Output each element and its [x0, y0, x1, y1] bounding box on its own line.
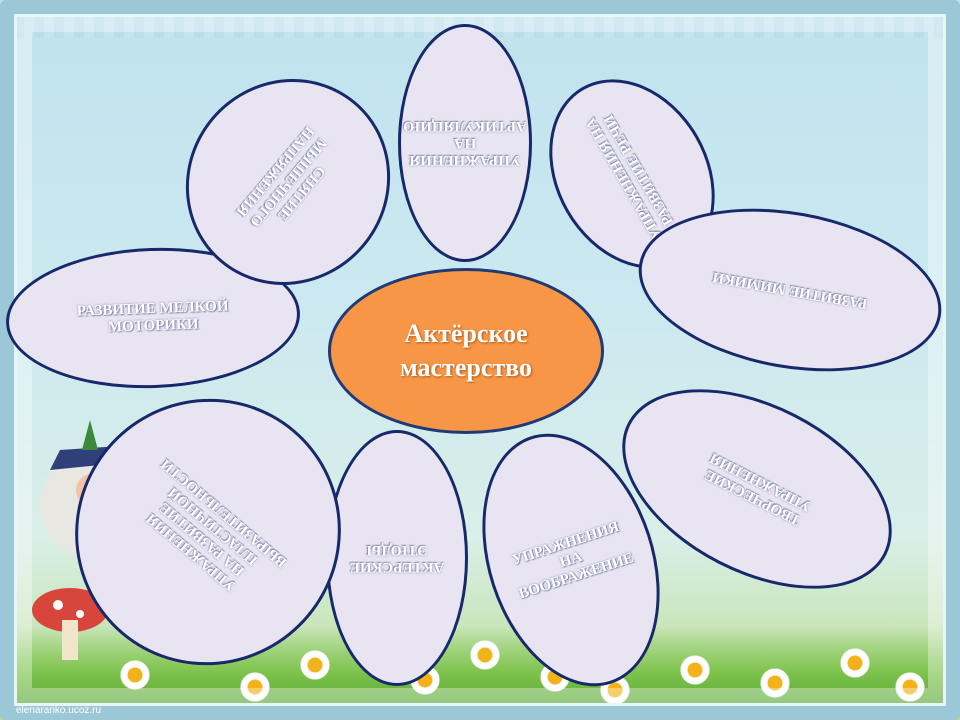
site-credit: elenaranko.ucoz.ru: [16, 705, 102, 716]
daisy-decoration: [470, 640, 500, 670]
daisy-decoration: [120, 660, 150, 690]
daisy-decoration: [300, 650, 330, 680]
daisy-decoration: [760, 668, 790, 698]
petal-acting-etudes: Актерские этюды: [326, 430, 468, 686]
daisy-decoration: [895, 672, 925, 702]
daisy-decoration: [240, 672, 270, 702]
center-title: Актёрское мастерство: [328, 268, 604, 434]
petal-articulation: Упражнения на артикуляцию: [398, 24, 532, 262]
daisy-decoration: [840, 648, 870, 678]
daisy-decoration: [680, 655, 710, 685]
